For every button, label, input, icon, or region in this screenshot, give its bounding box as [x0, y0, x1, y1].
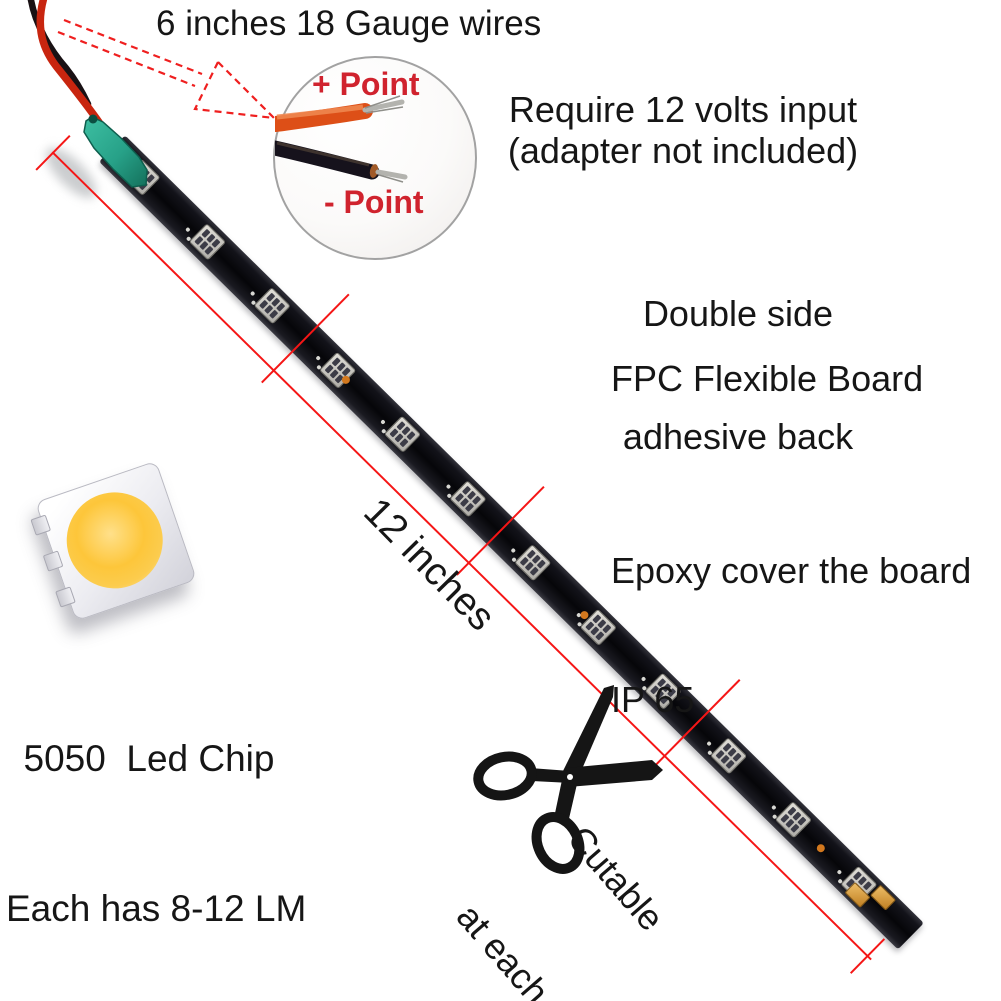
strip-led-chip [188, 222, 226, 261]
chip-spec-line1: 5050 Led Chip [23, 738, 275, 779]
dashed-arrow-icon [57, 18, 278, 120]
epoxy-line1: Epoxy cover the board [611, 550, 972, 591]
minus-point-label: - Point [324, 184, 424, 220]
wire-gauge-label: 6 inches 18 Gauge wires [156, 4, 542, 43]
voltage-label: Require 12 volts input (adapter not incl… [452, 89, 914, 171]
solder-dot [314, 354, 321, 361]
fpc-board-label: FPC Flexible Board [611, 358, 924, 399]
power-wires [27, 0, 105, 129]
epoxy-label: Epoxy cover the board IP 65 [611, 463, 971, 807]
chip-leg [30, 514, 52, 536]
adhesive-line2: adhesive back [622, 416, 854, 457]
epoxy-line2: IP 65 [611, 679, 695, 720]
strip-led-chip [448, 479, 487, 518]
solder-dot [445, 483, 451, 490]
strip-led-chip [318, 351, 357, 389]
solder-dot [249, 290, 256, 297]
strip-led-chip [383, 415, 422, 454]
voltage-line2: (adapter not included) [507, 130, 859, 171]
solder-dot [184, 226, 191, 233]
chip-spec-line2: Each has 8-12 LM [6, 888, 307, 929]
scissors-icon [473, 685, 663, 874]
solder-dot [380, 419, 386, 425]
inset-wires [275, 95, 408, 183]
solder-dot [510, 547, 517, 554]
connector-sleeve [83, 114, 148, 188]
end-solder-pad [869, 884, 897, 911]
adhesive-line1: Double side [642, 293, 834, 334]
voltage-line1: Require 12 volts input [508, 89, 858, 130]
led-chip-dome [53, 479, 176, 602]
chip-leg [55, 586, 76, 608]
wire-detail-inset [273, 56, 477, 260]
cutable-line2: at each 3 bulbs [447, 895, 641, 1001]
plus-point-label: + Point [312, 66, 420, 102]
chip-spec-label: 5050 Led Chip Each has 8-12 LM [6, 634, 307, 1001]
resistor-dot [815, 842, 827, 854]
cutable-line1: Cutable [559, 817, 673, 939]
adhesive-label: Double side adhesive back [605, 211, 871, 539]
strip-led-chip [514, 544, 552, 582]
chip-leg [42, 550, 64, 572]
led-chip-illustration [30, 460, 198, 622]
solder-dot [836, 868, 842, 875]
strip-led-chip [253, 287, 291, 325]
